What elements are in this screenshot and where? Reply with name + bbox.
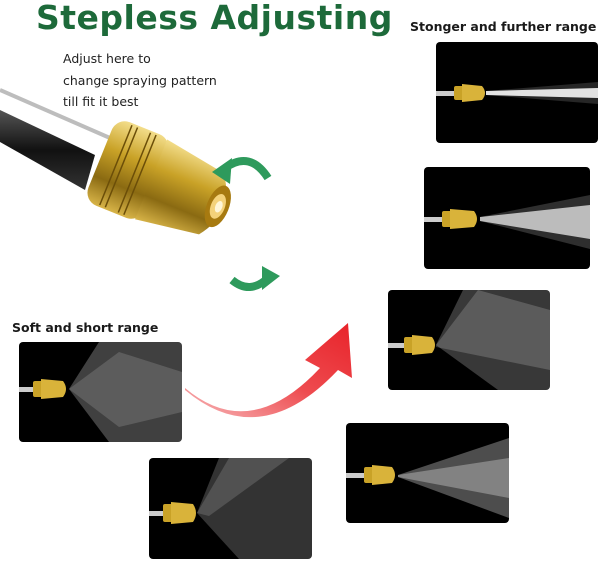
page-title: Stepless Adjusting — [36, 0, 393, 37]
progress-arrow-icon — [185, 323, 352, 418]
label-soft-range: Soft and short range — [12, 320, 159, 335]
spray-panel-jet — [436, 42, 598, 143]
label-strong-range: Stonger and further range — [410, 19, 597, 34]
rotate-arrow-bottom-icon — [229, 266, 280, 291]
description-line-3: till fit it best — [63, 94, 139, 109]
spray-panel-soft-wide — [19, 342, 182, 442]
description-line-1: Adjust here to — [63, 51, 151, 66]
spray-panel-wide-fan — [388, 290, 550, 390]
spray-panel-medium-cone — [346, 423, 509, 523]
spray-panel-narrow-cone — [424, 167, 590, 269]
spray-panel-wide-mist — [149, 458, 312, 559]
adjust-description: Adjust here to change spraying pattern t… — [63, 48, 217, 113]
rotate-arrow-top-icon — [212, 156, 272, 184]
description-line-2: change spraying pattern — [63, 72, 217, 88]
nozzle-closeup-image — [0, 88, 280, 291]
